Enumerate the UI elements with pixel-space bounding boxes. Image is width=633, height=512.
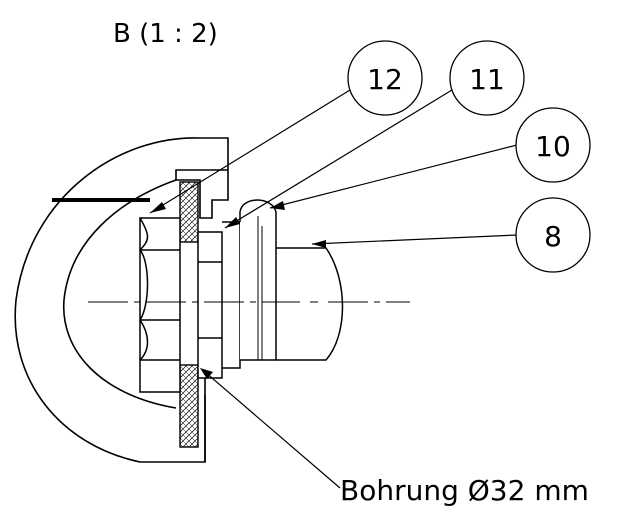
leader-10 — [269, 144, 518, 209]
leader-lines — [149, 89, 518, 489]
cable — [276, 247, 344, 361]
housing-wall-lower — [198, 364, 206, 462]
leader-bohrung — [204, 371, 341, 489]
balloon-12: 12 — [347, 40, 423, 116]
balloon-12-label: 12 — [367, 63, 403, 96]
leader-8 — [311, 234, 518, 245]
arrow-11 — [225, 217, 240, 228]
dome-cap-grooves — [257, 216, 263, 360]
leader-11 — [224, 89, 453, 229]
arrow-12 — [150, 202, 166, 213]
balloon-11-label: 11 — [469, 63, 505, 96]
balloon-10: 10 — [515, 107, 591, 183]
arrow-8 — [312, 240, 326, 248]
leader-12 — [149, 89, 351, 214]
bohrung-note: Bohrung Ø32 mm — [340, 474, 589, 507]
view-title: B (1 : 2) — [113, 19, 218, 49]
balloon-10-label: 10 — [535, 130, 571, 163]
arrow-bohrung — [200, 368, 213, 379]
housing-wall-profile — [175, 156, 229, 219]
leader-arrowheads — [150, 201, 326, 379]
arrow-10 — [270, 201, 285, 210]
housing-outer-arc — [14, 137, 229, 463]
gland-flange — [222, 221, 241, 369]
housing-inner-arc — [63, 179, 177, 409]
balloon-8-label: 8 — [544, 220, 562, 253]
balloon-8: 8 — [515, 197, 591, 273]
balloon-11: 11 — [449, 40, 525, 116]
gland-body — [197, 231, 223, 379]
gasket-lower — [179, 364, 199, 448]
lock-nut — [139, 217, 181, 393]
gasket-upper — [179, 181, 199, 243]
